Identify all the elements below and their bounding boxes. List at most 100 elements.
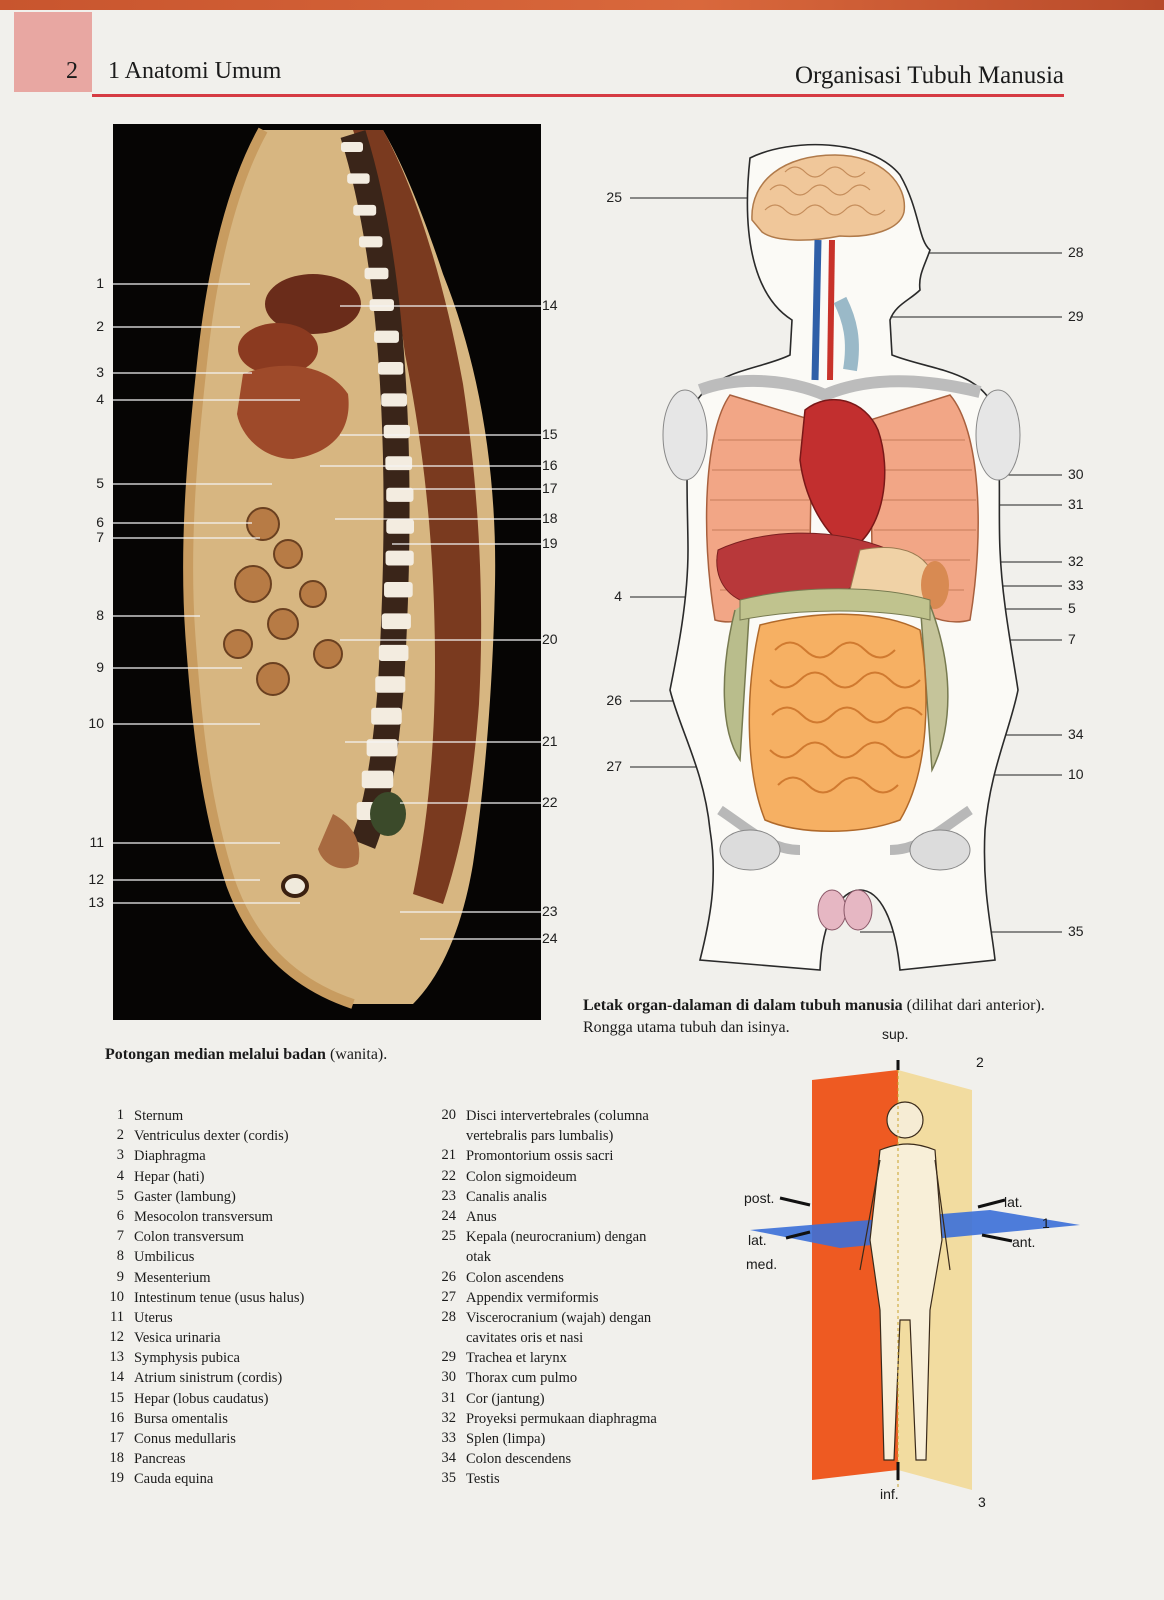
callout-number: 23 bbox=[542, 903, 558, 919]
legend-term: Anus bbox=[466, 1208, 497, 1225]
callout-number: 31 bbox=[1068, 496, 1084, 512]
callout-number: 1 bbox=[96, 275, 104, 291]
legend-number: 5 bbox=[116, 1187, 124, 1204]
legend-term: Colon transversum bbox=[134, 1229, 244, 1246]
legend-number: 33 bbox=[441, 1430, 457, 1446]
top-color-strip bbox=[0, 0, 1164, 10]
left-caption-bold: Potongan median melalui badan bbox=[105, 1046, 326, 1063]
callout-number: 8 bbox=[96, 607, 104, 623]
legend-number: 6 bbox=[116, 1207, 124, 1224]
legend-number: 3 bbox=[116, 1147, 124, 1164]
legend-term: Cauda equina bbox=[134, 1471, 214, 1488]
vertebra bbox=[353, 204, 377, 216]
section-title: Organisasi Tubuh Manusia bbox=[794, 62, 1064, 89]
callout-number: 20 bbox=[542, 631, 558, 647]
callout-number: 15 bbox=[542, 426, 558, 442]
callout-number: 33 bbox=[1068, 577, 1084, 593]
legend-term: Kepala (neurocranium) dengan bbox=[466, 1229, 647, 1246]
legend-item: 32 Proyeksi permukaan diaphragma bbox=[428, 1410, 728, 1430]
legend-term: Proyeksi permukaan diaphragma bbox=[466, 1410, 657, 1427]
legend-term: Colon sigmoideum bbox=[466, 1168, 577, 1185]
legend-number: 22 bbox=[441, 1167, 457, 1184]
vertebra bbox=[375, 676, 406, 693]
callout-number: 4 bbox=[96, 391, 104, 407]
legend-item: 5 Gaster (lambung) bbox=[96, 1188, 426, 1208]
legend-item-continuation: otak bbox=[428, 1248, 728, 1268]
right-figure-caption: Letak organ-dalaman di dalam tubuh manus… bbox=[583, 995, 1053, 1039]
legend-term: Gaster (lambung) bbox=[134, 1188, 236, 1205]
vertebra bbox=[374, 330, 399, 343]
callout-number: 14 bbox=[542, 297, 558, 313]
vertebra bbox=[369, 299, 394, 312]
callout-number: 7 bbox=[96, 529, 104, 545]
legend-number: 2 bbox=[116, 1127, 124, 1144]
legend-term-continuation: vertebralis pars lumbalis) bbox=[466, 1128, 614, 1145]
legend-item-continuation: cavitates oris et nasi bbox=[428, 1329, 728, 1349]
label-lat-left: lat. bbox=[748, 1232, 767, 1248]
legend-number: 10 bbox=[109, 1288, 125, 1305]
vertebra bbox=[366, 739, 398, 757]
legend-number: 12 bbox=[109, 1329, 125, 1346]
left-figure-caption: Potongan median melalui badan (wanita). bbox=[105, 1046, 387, 1064]
label-lat-right: lat. bbox=[1004, 1194, 1023, 1210]
vertebra bbox=[384, 582, 413, 598]
page-number-tab bbox=[14, 12, 92, 92]
legend-number: 32 bbox=[441, 1409, 457, 1426]
legend-term: Umbilicus bbox=[134, 1249, 195, 1266]
legend-term: Pancreas bbox=[134, 1451, 186, 1468]
legend-number: 19 bbox=[109, 1470, 125, 1487]
callout-number: 10 bbox=[88, 715, 104, 731]
vertebra bbox=[386, 487, 414, 502]
legend-number: 1 bbox=[116, 1107, 124, 1123]
legend-number: 7 bbox=[116, 1228, 124, 1245]
legend-term: Conus medullaris bbox=[134, 1431, 236, 1447]
legend-term: Testis bbox=[466, 1471, 500, 1488]
vertebra bbox=[364, 267, 389, 280]
legend-number: 17 bbox=[109, 1430, 125, 1446]
callout-number: 19 bbox=[542, 535, 558, 551]
vertebra bbox=[359, 236, 383, 248]
callout-number: 9 bbox=[96, 659, 104, 675]
vertebra bbox=[378, 644, 409, 661]
legend-number: 29 bbox=[441, 1349, 457, 1366]
callout-number: 3 bbox=[96, 364, 104, 380]
callout-number: 17 bbox=[542, 480, 558, 496]
legend-number: 9 bbox=[116, 1268, 124, 1285]
vertebra bbox=[386, 519, 415, 534]
left-caption-rest: (wanita). bbox=[325, 1046, 388, 1063]
legend-term: Trachea et larynx bbox=[466, 1350, 567, 1367]
legend-number: 8 bbox=[116, 1248, 124, 1265]
anterior-organs-illustration bbox=[600, 130, 1090, 990]
legend-term: Hepar (hati) bbox=[134, 1168, 205, 1185]
legend-item: 24 Anus bbox=[428, 1208, 728, 1228]
legend-term: Vesica urinaria bbox=[134, 1330, 221, 1347]
legend-number: 21 bbox=[441, 1147, 457, 1164]
legend-number: 18 bbox=[109, 1450, 125, 1467]
legend-number: 26 bbox=[441, 1268, 457, 1285]
callout-number: 25 bbox=[606, 189, 622, 205]
legend-number: 24 bbox=[441, 1207, 457, 1224]
callout-number: 10 bbox=[1068, 766, 1084, 782]
callout-number: 12 bbox=[88, 871, 104, 887]
callout-number: 28 bbox=[1068, 244, 1084, 260]
vertebra bbox=[385, 550, 414, 566]
callout-number: 32 bbox=[1068, 553, 1084, 569]
label-med: med. bbox=[746, 1256, 778, 1272]
legend-term: Symphysis pubica bbox=[134, 1350, 240, 1367]
label-sup: sup. bbox=[882, 1026, 909, 1042]
legend-item: 17 Conus medullaris bbox=[96, 1430, 426, 1450]
vertebra bbox=[381, 393, 408, 407]
callout-number: 2 bbox=[96, 318, 104, 334]
legend-term: Colon descendens bbox=[466, 1451, 572, 1468]
